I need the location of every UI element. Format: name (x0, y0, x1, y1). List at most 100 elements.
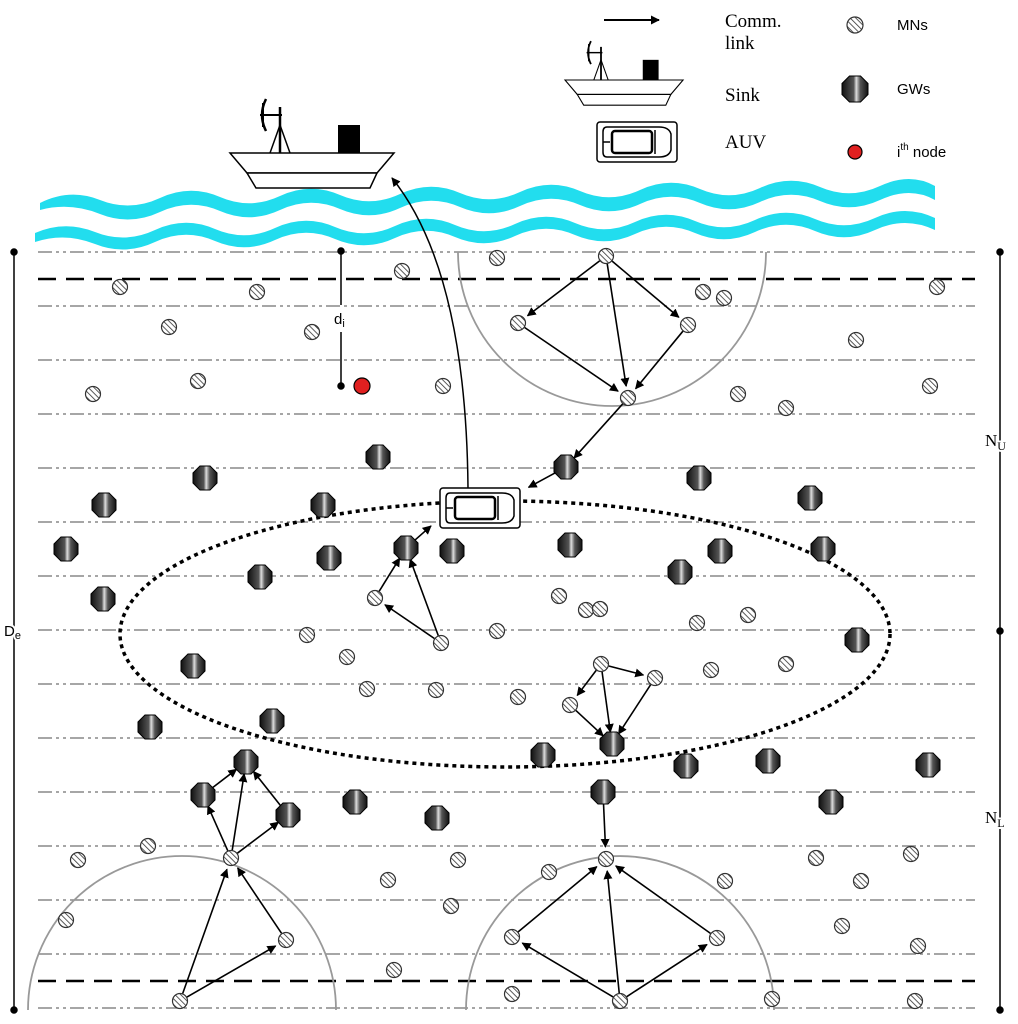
mn-node-icon (702, 661, 720, 679)
comm-link-arrow (408, 558, 439, 636)
comm-link-arrow (526, 260, 601, 317)
comm-link-arrow (186, 945, 277, 998)
comm-link-arrow (611, 260, 680, 318)
mn-node-icon (488, 249, 506, 267)
gw-node-icon (686, 465, 712, 491)
mn-node-icon (807, 849, 825, 867)
gw-node-icon (424, 805, 450, 831)
gw-node-icon (275, 802, 301, 828)
mn-node-icon (577, 601, 595, 619)
range-circle-upper (457, 251, 767, 407)
mn-node-icon (427, 681, 445, 699)
comm-link-arrow (615, 865, 711, 935)
mn-node-icon (597, 850, 615, 868)
comm-link-arrow (384, 604, 435, 640)
gw-node-icon (393, 535, 419, 561)
gw-node-icon (316, 545, 342, 571)
di-label: di (334, 311, 345, 330)
member-nodes (57, 247, 946, 1010)
gw-node-icon (707, 538, 733, 564)
ith-node-icon (353, 377, 371, 395)
range-circle-lower-right (465, 855, 775, 1011)
nl-label: NL (985, 808, 1005, 830)
mn-node-icon (432, 634, 450, 652)
gw-node-icon (915, 752, 941, 778)
comm-link-arrow (573, 403, 624, 459)
mn-node-icon (509, 688, 527, 706)
gw-node-icon (342, 789, 368, 815)
gw-node-icon (180, 653, 206, 679)
mn-node-icon (442, 897, 460, 915)
legend-sink: Sink (725, 85, 760, 106)
gw-node-icon (259, 708, 285, 734)
mn-node-icon (763, 990, 781, 1008)
comm-link-arrow (527, 470, 560, 488)
gw-node-icon (530, 742, 556, 768)
de-label: De (4, 623, 21, 642)
mn-node-icon (597, 247, 615, 265)
mn-node-icon (57, 911, 75, 929)
mn-node-icon (385, 961, 403, 979)
gw-node-icon (247, 564, 273, 590)
mn-node-icon (694, 283, 712, 301)
mn-node-icon (833, 917, 851, 935)
comm-link-arrow (378, 557, 401, 592)
mn-node-icon (277, 931, 295, 949)
comm-link-arrow (608, 665, 645, 678)
comm-link-arrow (617, 684, 652, 735)
comm-link-arrow (601, 671, 614, 734)
mn-node-icon (222, 849, 240, 867)
mn-node-icon (540, 863, 558, 881)
comm-link-arrow (600, 799, 610, 848)
ship-icon (228, 97, 396, 190)
mn-node-icon (393, 262, 411, 280)
mn-node-icon (449, 851, 467, 869)
mn-node-icon (111, 278, 129, 296)
di-dimension (337, 247, 345, 390)
mn-node-icon (729, 385, 747, 403)
mn-node-icon (366, 589, 384, 607)
water-surface (35, 179, 935, 250)
mn-node-icon (160, 318, 178, 336)
mn-node-icon (298, 626, 316, 644)
comm-link-arrow (237, 867, 283, 934)
comm-link-arrow (603, 870, 621, 994)
gw-node-icon (53, 536, 79, 562)
mn-node-icon (708, 929, 726, 947)
gw-node-icon (667, 559, 693, 585)
layer-dimension-right (996, 248, 1004, 1014)
gw-node-icon (190, 782, 216, 808)
gw-node-icon (365, 444, 391, 470)
mn-node-icon (69, 851, 87, 869)
mn-node-icon (434, 377, 452, 395)
mn-node-icon (379, 871, 397, 889)
mn-node-icon (739, 606, 757, 624)
legend-auv: AUV (725, 132, 766, 153)
nu-label: NU (985, 431, 1006, 453)
mn-node-icon (189, 372, 207, 390)
wave-upper (40, 179, 935, 220)
mn-node-icon (84, 385, 102, 403)
mn-node-icon (715, 289, 733, 307)
comm-link-arrow (517, 866, 598, 933)
comm-link-arrow (208, 768, 238, 791)
auv-coverage-ellipse (118, 499, 892, 769)
gw-node-icon (797, 485, 823, 511)
mn-node-icon (852, 872, 870, 890)
mn-node-icon (550, 587, 568, 605)
gw-node-icon (599, 731, 625, 757)
auv-to-sink-link (391, 177, 469, 489)
mn-node-icon (847, 331, 865, 349)
mn-node-icon (338, 648, 356, 666)
comm-link-arrow (576, 669, 597, 697)
auv-icon (595, 120, 679, 164)
gw-node-icon (91, 492, 117, 518)
mn-node-icon (248, 283, 266, 301)
mn-node-icon (646, 669, 664, 687)
mn-node-icon (777, 399, 795, 417)
gw-node-icon (673, 753, 699, 779)
comm-link-arrow (252, 770, 284, 810)
mn-node-icon (928, 278, 946, 296)
gateway-nodes (53, 444, 941, 831)
